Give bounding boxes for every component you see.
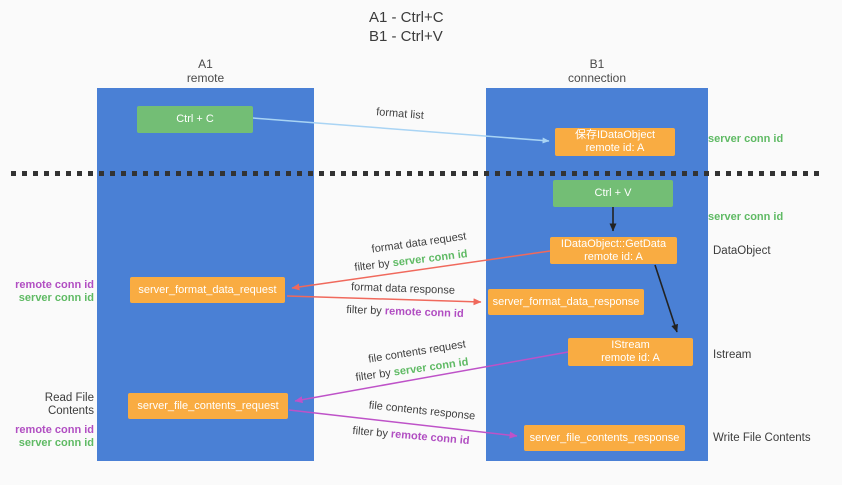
column-a1-name: remote	[186, 71, 225, 85]
column-b1-id: B1	[589, 57, 605, 71]
filter-by-text: filter by	[353, 257, 391, 274]
server-file-contents-response-label: server_file_contents_response	[529, 431, 680, 444]
node-save-idataobject: 保存IDataObject remote id: A	[555, 128, 675, 156]
filter-by-text-3: filter by	[354, 367, 392, 384]
format-data-request-filter-label: filter by server conn id	[354, 248, 468, 274]
format-data-response-arrow	[286, 295, 482, 306]
title-line-2: B1 - Ctrl+V	[369, 28, 443, 45]
dataobject-label: DataObject	[713, 245, 771, 257]
column-header-a1: A1 remote	[97, 57, 314, 85]
node-server-format-data-request: server_format_data_request	[130, 277, 285, 303]
server-conn-id-mid-label: server conn id	[708, 211, 784, 223]
node-ctrl-v: Ctrl + V	[553, 180, 673, 207]
file-contents-response-label: file contents response	[368, 399, 476, 423]
file-contents-response-filter-label: filter by remote conn id	[352, 425, 470, 447]
column-header-b1: B1 connection	[486, 57, 708, 85]
getdata-line2: remote id: A	[584, 250, 643, 263]
save-idataobject-line1: 保存IDataObject	[574, 129, 656, 141]
diagram-title: A1 - Ctrl+C B1 - Ctrl+V	[369, 8, 444, 46]
save-idataobject-line2: remote id: A	[585, 142, 645, 154]
server-format-data-request-label: server_format_data_request	[138, 283, 277, 296]
format-data-response-label: format data response	[350, 281, 456, 297]
getdata-line1: IDataObject::GetData	[560, 237, 667, 250]
istream-side-label: Istream	[713, 349, 752, 361]
node-server-file-contents-response: server_file_contents_response	[524, 425, 685, 451]
node-idataobject-getdata: IDataObject::GetData remote id: A	[550, 237, 677, 264]
server-conn-id-text: server conn id	[392, 248, 469, 270]
column-a1-id: A1	[198, 57, 213, 71]
node-server-format-data-response: server_format_data_response	[488, 289, 644, 315]
format-list-label: format list	[375, 106, 425, 122]
server-conn-id-top-label: server conn id	[708, 133, 784, 145]
istream-line2: remote id: A	[601, 352, 660, 364]
istream-line1: IStream	[611, 339, 650, 351]
server-file-contents-request-label: server_file_contents_request	[137, 399, 279, 412]
read-file-contents-label: Read File Contents	[44, 392, 94, 417]
node-ctrl-c: Ctrl + C	[137, 106, 253, 133]
filter-by-text-2: filter by	[346, 303, 383, 318]
server-conn-id-format-label: server conn id	[18, 292, 94, 304]
server-conn-id-file-label: server conn id	[18, 437, 94, 449]
ctrl-v-label: Ctrl + V	[594, 187, 632, 199]
clipboard-boundary-divider	[11, 171, 825, 176]
remote-conn-id-text-2: remote conn id	[390, 428, 470, 448]
ctrl-c-label: Ctrl + C	[176, 113, 214, 125]
server-format-data-response-label: server_format_data_response	[492, 295, 640, 308]
format-conn-ids-group: remote conn id server conn id	[0, 279, 94, 305]
remote-conn-id-text: remote conn id	[384, 305, 464, 321]
write-file-contents-label: Write File Contents	[713, 432, 811, 444]
filter-by-text-4: filter by	[352, 424, 389, 440]
title-line-1: A1 - Ctrl+C	[369, 9, 444, 26]
node-server-file-contents-request: server_file_contents_request	[128, 393, 288, 419]
node-istream: IStream remote id: A	[568, 338, 693, 366]
file-conn-ids-group: Read File Contents remote conn id server…	[0, 392, 94, 450]
remote-conn-id-format-label: remote conn id	[15, 279, 94, 291]
format-data-response-filter-label: filter by remote conn id	[346, 304, 464, 320]
remote-conn-id-file-label: remote conn id	[15, 424, 94, 436]
column-b1-name: connection	[567, 71, 627, 85]
